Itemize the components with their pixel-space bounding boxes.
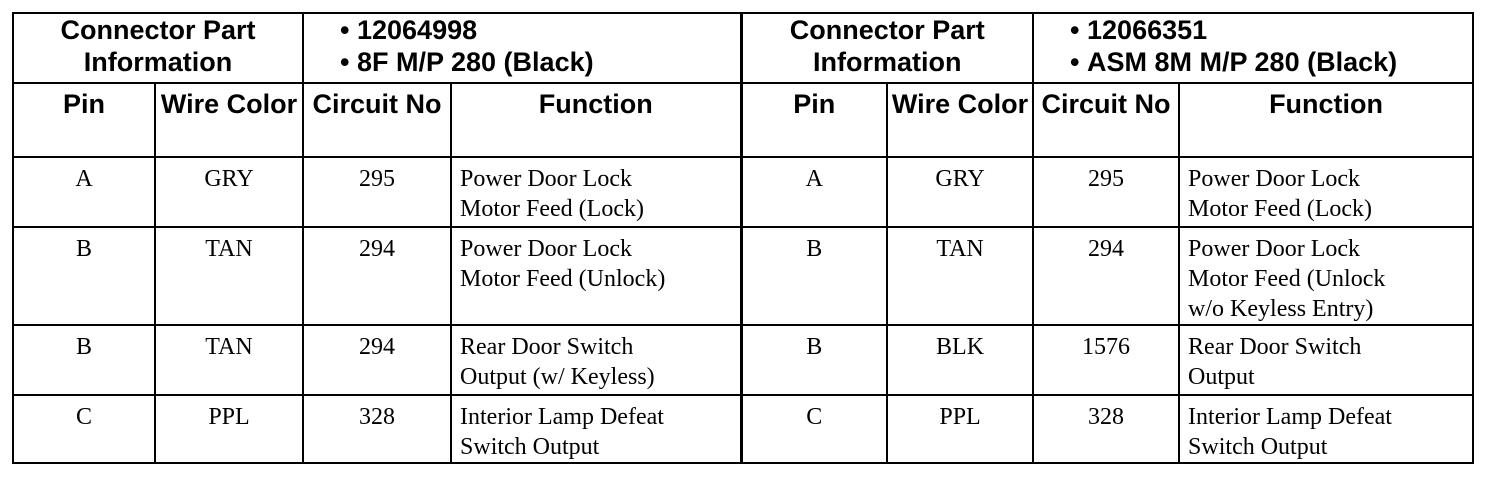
- right-connector-part-numbers: 12066351 ASM 8M M/P 280 (Black): [1032, 12, 1475, 84]
- right-function-header: Function: [1178, 82, 1475, 158]
- right-wire-color-cell: PPL: [886, 394, 1035, 464]
- left-circuit-cell: 294: [302, 324, 453, 396]
- right-function-cell: Power Door Lock Motor Feed (Lock): [1178, 156, 1475, 228]
- right-part-number: 12066351: [1070, 14, 1472, 46]
- left-wire-color-cell: GRY: [153, 156, 305, 228]
- table-row: A GRY 295 Power Door Lock Motor Feed (Lo…: [12, 156, 1475, 228]
- left-wire-color-cell: TAN: [153, 226, 305, 326]
- right-function-cell: Interior Lamp Defeat Switch Output: [1178, 394, 1475, 464]
- left-function-header: Function: [450, 82, 743, 158]
- left-pin-cell: B: [12, 226, 156, 326]
- left-function-cell: Rear Door Switch Output (w/ Keyless): [450, 324, 743, 396]
- left-function-cell: Power Door Lock Motor Feed (Unlock): [450, 226, 743, 326]
- left-circuit-cell: 295: [302, 156, 453, 228]
- left-part-description: 8F M/P 280 (Black): [340, 46, 740, 78]
- left-connector-info-label: Connector Part Information: [11, 12, 305, 84]
- left-pin-cell: C: [12, 394, 156, 464]
- left-wire-color-cell: PPL: [153, 394, 305, 464]
- right-pin-cell: B: [739, 226, 889, 326]
- left-connector-part-numbers: 12064998 8F M/P 280 (Black): [302, 12, 743, 84]
- right-function-cell: Rear Door Switch Output: [1178, 324, 1475, 396]
- right-wire-color-cell: TAN: [886, 226, 1035, 326]
- left-function-cell: Power Door Lock Motor Feed (Lock): [450, 156, 743, 228]
- right-circuit-cell: 294: [1032, 226, 1181, 326]
- left-function-cell: Interior Lamp Defeat Switch Output: [450, 394, 743, 464]
- left-pin-cell: B: [12, 324, 156, 396]
- left-part-number: 12064998: [340, 14, 740, 46]
- right-circuit-cell: 328: [1032, 394, 1181, 464]
- left-pin-cell: A: [12, 156, 156, 228]
- left-circuit-cell: 328: [302, 394, 453, 464]
- left-circuit-cell: 294: [302, 226, 453, 326]
- table-row: B TAN 294 Rear Door Switch Output (w/ Ke…: [12, 324, 1475, 396]
- right-part-description: ASM 8M M/P 280 (Black): [1070, 46, 1472, 78]
- right-wire-color-cell: BLK: [886, 324, 1035, 396]
- table-row: B TAN 294 Power Door Lock Motor Feed (Un…: [12, 226, 1475, 326]
- connector-info-row: Connector Part Information 12064998 8F M…: [11, 12, 1475, 84]
- right-pin-header: Pin: [739, 82, 889, 158]
- right-pin-cell: C: [739, 394, 889, 464]
- connector-tables: Connector Part Information 12064998 8F M…: [11, 12, 1475, 464]
- table-row: C PPL 328 Interior Lamp Defeat Switch Ou…: [12, 394, 1475, 464]
- right-function-cell: Power Door Lock Motor Feed (Unlock w/o K…: [1178, 226, 1475, 326]
- right-connector-info-label: Connector Part Information: [739, 12, 1035, 84]
- right-wire-color-cell: GRY: [886, 156, 1035, 228]
- left-pin-header: Pin: [12, 82, 156, 158]
- right-circuit-cell: 1576: [1032, 324, 1181, 396]
- left-wire-color-header: Wire Color: [153, 82, 305, 158]
- right-circuit-cell: 295: [1032, 156, 1181, 228]
- right-pin-cell: B: [739, 324, 889, 396]
- connector-pinout-table: Connector Part Information 12064998 8F M…: [11, 12, 1475, 464]
- column-header-row: Pin Wire Color Circuit No Function Pin W…: [12, 82, 1475, 158]
- right-pin-cell: A: [739, 156, 889, 228]
- left-wire-color-cell: TAN: [153, 324, 305, 396]
- right-circuit-no-header: Circuit No: [1032, 82, 1181, 158]
- right-wire-color-header: Wire Color: [886, 82, 1035, 158]
- left-circuit-no-header: Circuit No: [302, 82, 453, 158]
